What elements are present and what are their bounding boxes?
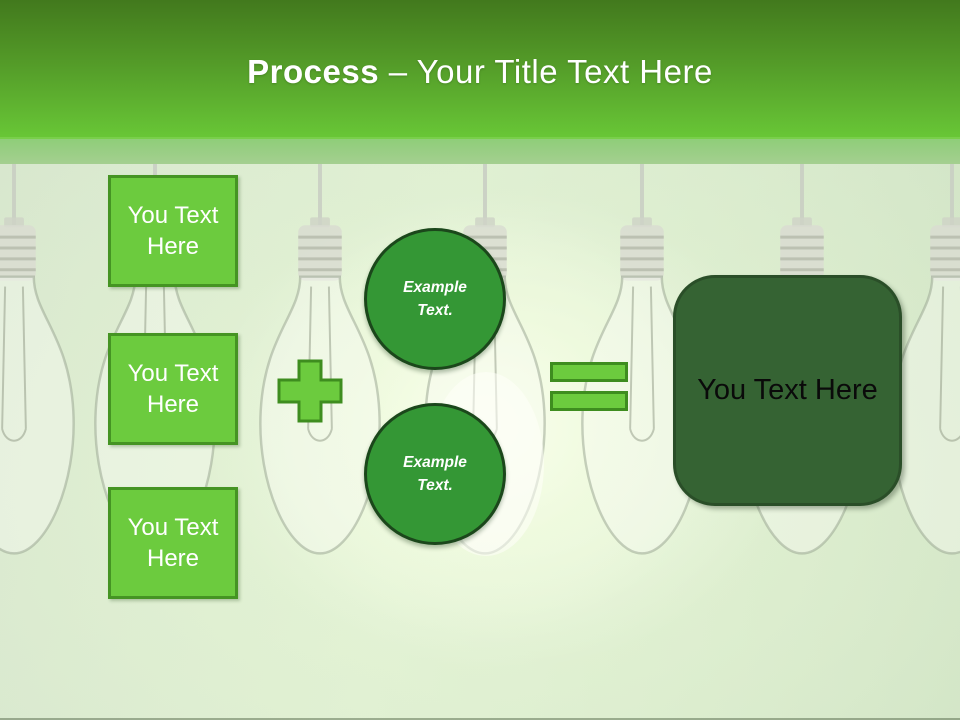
slide-title[interactable]: Process – Your Title Text Here (0, 52, 960, 92)
result-box-label: You Text Here (697, 374, 878, 406)
light-bulb-graphic (890, 164, 960, 555)
input-box-2[interactable]: You Text Here (108, 333, 238, 445)
equals-bar-bottom (550, 391, 628, 411)
example-circle-1-label: Example Text. (403, 278, 467, 319)
input-box-2-label: You Text Here (127, 360, 219, 418)
input-box-3[interactable]: You Text Here (108, 487, 238, 599)
header-band (0, 137, 960, 164)
example-circle-2[interactable]: Example Text. (364, 403, 506, 545)
result-box[interactable]: You Text Here (673, 275, 902, 506)
plus-icon[interactable] (277, 359, 343, 423)
equals-bar-top (550, 362, 628, 382)
equals-icon[interactable] (550, 362, 628, 412)
input-box-3-label: You Text Here (127, 514, 219, 572)
light-bulb-graphic (0, 164, 76, 555)
slide-bottom-edge (0, 718, 960, 720)
slide-header (0, 0, 960, 137)
title-rest-text: – Your Title Text Here (388, 53, 713, 90)
title-bold-text: Process (247, 53, 380, 90)
input-box-1-label: You Text Here (127, 202, 219, 260)
example-circle-2-label: Example Text. (403, 453, 467, 494)
example-circle-1[interactable]: Example Text. (364, 228, 506, 370)
input-box-1[interactable]: You Text Here (108, 175, 238, 287)
